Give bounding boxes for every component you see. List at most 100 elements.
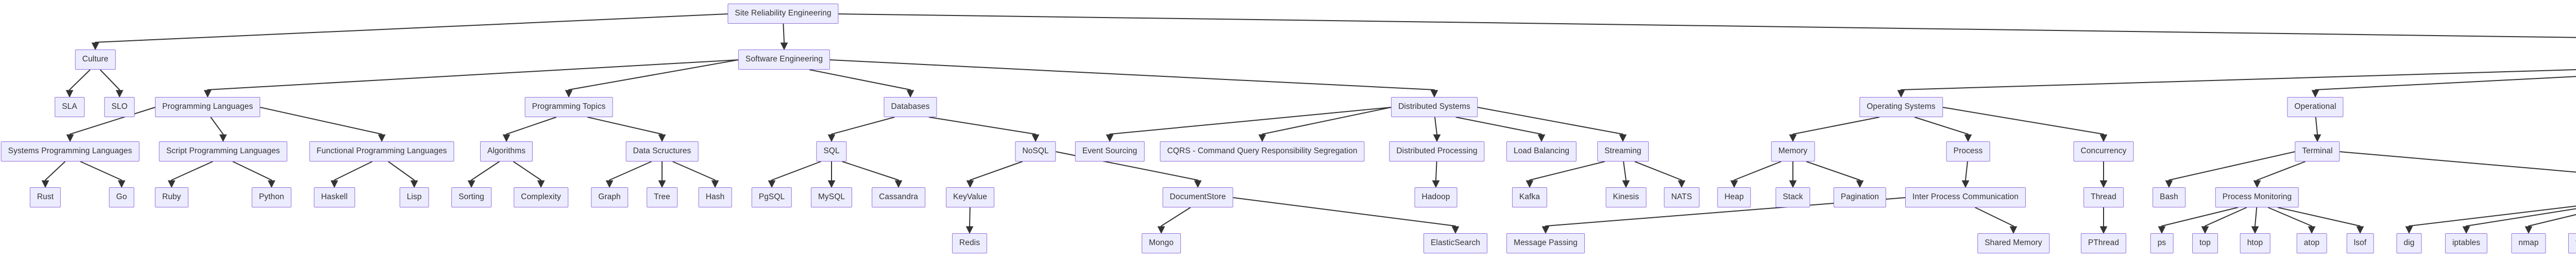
node-label: Memory [1778,147,1808,155]
node-label: Bash [2160,192,2178,201]
node-label: Inter Process Communication [1912,192,2019,201]
node-graph: Graph [591,187,628,207]
node-label: Ruby [162,192,181,201]
node-label: Concurrency [2080,147,2127,155]
edge-streaming-kinesis [1622,161,1630,188]
node-elasticsearch: ElasticSearch [1423,233,1488,253]
node-atop: atop [2296,233,2327,253]
edge-software-engineering-databases [809,69,914,98]
edge-ipc-shared-memory [1975,207,2018,234]
node-top: top [2192,233,2218,253]
node-memory: Memory [1771,141,1815,162]
node-label: SLA [62,102,77,111]
node-label: Databases [891,102,930,111]
node-cqrs: CQRS - Command Query Responsibility Segr… [1160,141,1365,162]
edge-sre-operations [838,13,2576,38]
edge-databases-nosql [928,117,1040,142]
node-label: Systems Programming Languages [8,147,132,155]
edge-culture-sla [65,69,91,98]
node-label: lsof [2353,238,2367,247]
node-label: Complexity [521,192,561,201]
node-label: Programming Topics [532,102,606,111]
node-label: Load Balancing [1513,147,1570,155]
node-label: Distributed Processing [1396,147,1478,155]
edge-distributed-systems-event-sourcing [1106,107,1392,142]
node-hash: Hash [698,187,732,207]
node-python: Python [251,187,292,207]
node-shared-memory: Shared Memory [1977,233,2049,253]
edge-programming-topics-data-scructures [587,117,666,142]
edge-streaming-kafka [1526,161,1605,188]
node-label: Algorithms [487,147,526,155]
node-event-sourcing: Event Sourcing [1075,141,1145,162]
node-keyvalue: KeyValue [945,187,995,207]
node-systems-programming-languages: Systems Programming Languages [1,141,140,162]
node-label: MySQL [818,192,845,201]
node-ipc: Inter Process Communication [1905,187,2026,207]
node-mysql: MySQL [810,187,853,207]
node-label: atop [2303,238,2320,247]
node-label: Stack [1783,192,1803,201]
edge-software-engineering-programming-languages [204,59,739,98]
node-ps: ps [2150,233,2174,253]
node-htop: htop [2240,233,2270,253]
node-heap: Heap [1717,187,1751,207]
node-label: Tree [654,192,670,201]
node-software-engineering: Software Engineering [738,50,831,70]
node-label: Graph [598,192,621,201]
node-label: Distributed Systems [1398,102,1470,111]
node-label: Heap [1724,192,1744,201]
node-label: Shared Memory [1985,238,2042,247]
node-label: CQRS - Command Query Responsibility Segr… [1167,147,1358,155]
edge-nosql-keyvalue [966,161,1023,188]
node-kinesis: Kinesis [1605,187,1647,207]
node-label: PThread [2088,238,2120,247]
node-label: SLO [111,102,128,111]
edge-process-monitoring-atop [2267,207,2316,234]
edge-memory-pagination [1806,161,1864,188]
node-label: Pagination [1840,192,1879,201]
edge-sql-cassandra [842,161,903,188]
node-thread: Thread [2083,187,2124,207]
node-label: DocumentStore [1170,192,1226,201]
node-nosql: NoSQL [1015,141,1056,162]
node-go: Go [109,187,134,207]
node-script-programming-languages: Script Programming Languages [159,141,287,162]
edge-terminal-process-monitoring [2253,161,2306,188]
node-label: Functional Programming Languages [316,147,447,155]
node-label: Software Engineering [745,55,823,63]
node-data-scructures: Data Scructures [625,141,699,162]
edge-sre-culture [91,13,728,51]
node-label: NATS [1671,192,1692,201]
node-pthread: PThread [2080,233,2127,253]
node-tcpdump: tcpdump [2568,233,2576,253]
node-databases: Databases [884,97,937,117]
edge-functional-programming-languages-haskell [330,161,373,188]
edge-data-scructures-graph [605,161,652,188]
edge-sql-pgsql [768,161,821,188]
node-label: Event Sourcing [1082,147,1138,155]
node-label: Haskell [321,192,348,201]
node-process: Process [1946,141,1990,162]
node-label: Streaming [1604,147,1641,155]
node-process-monitoring: Process Monitoring [2215,187,2299,207]
node-label: Mongo [1149,238,1174,247]
node-label: SQL [823,147,840,155]
node-label: Redis [959,238,980,247]
edge-operating-systems-concurrency [1942,107,2108,142]
edge-documentstore-mongo [1157,207,1191,234]
node-bash: Bash [2153,187,2185,207]
node-label: Process [1953,147,1983,155]
edge-process-monitoring-ps [2158,207,2239,234]
edge-operational-terminal [2313,117,2321,142]
edge-operations-operational [2311,76,2576,98]
edge-documentstore-elasticsearch [1233,197,1460,234]
edge-sre-software-engineering [780,23,788,51]
edge-script-programming-languages-python [232,161,276,188]
node-iptables: iptables [2445,233,2488,253]
node-label: Kafka [1519,192,1540,201]
node-label: Culture [82,55,109,63]
edge-operating-systems-process [1914,117,1972,142]
node-label: Cassandra [879,192,918,201]
